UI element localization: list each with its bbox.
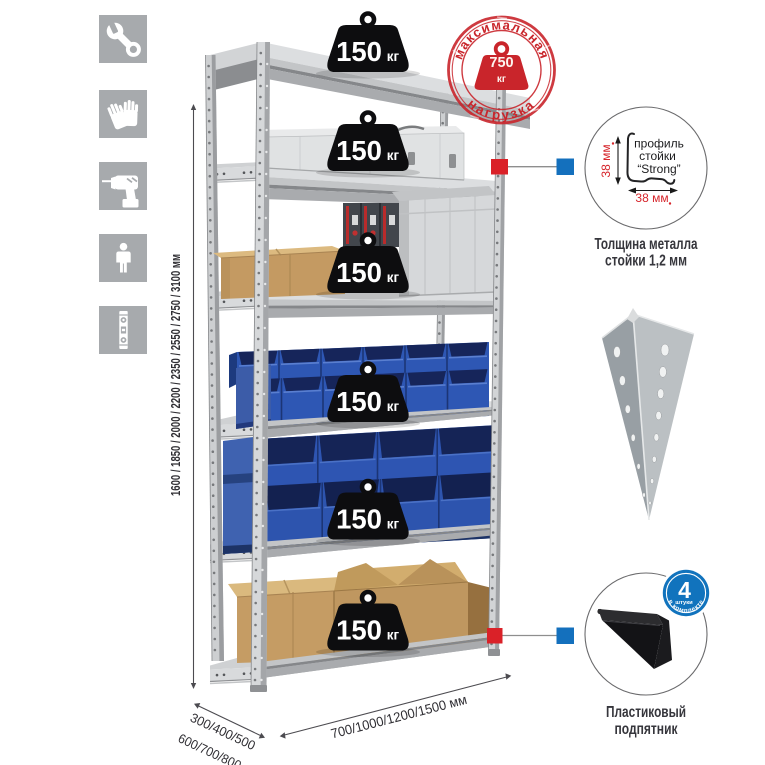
svg-text:750: 750 [489, 55, 513, 71]
svg-text:150: 150 [336, 615, 382, 646]
svg-text:150: 150 [336, 386, 382, 417]
svg-text:150: 150 [336, 135, 382, 166]
svg-text:кг: кг [387, 517, 400, 532]
svg-text:150: 150 [336, 36, 382, 67]
svg-text:4: 4 [678, 577, 691, 603]
svg-text:кг: кг [387, 628, 400, 643]
svg-text:подпятник: подпятник [615, 721, 678, 738]
svg-text:38 мм: 38 мм [635, 191, 668, 205]
svg-text:38 мм: 38 мм [599, 144, 613, 177]
svg-text:1600 / 1850 / 2000 / 2200 / 23: 1600 / 1850 / 2000 / 2200 / 2350 / 2550 … [169, 254, 183, 496]
svg-text:Пластиковый: Пластиковый [606, 704, 686, 721]
svg-text:стойки 1,2 мм: стойки 1,2 мм [605, 253, 687, 270]
svg-text:стойки: стойки [639, 149, 676, 163]
svg-text:кг: кг [497, 74, 506, 85]
svg-text:кг: кг [387, 270, 400, 285]
svg-text:Толщина металла: Толщина металла [595, 236, 698, 253]
svg-text:кг: кг [387, 49, 400, 64]
svg-text:150: 150 [336, 257, 382, 288]
svg-text:профиль: профиль [634, 137, 684, 151]
svg-text:“Strong”: “Strong” [637, 162, 680, 176]
svg-text:кг: кг [387, 148, 400, 163]
svg-text:700/1000/1200/1500 мм: 700/1000/1200/1500 мм [329, 692, 468, 742]
svg-text:штуки: штуки [675, 600, 693, 606]
svg-text:кг: кг [387, 399, 400, 414]
svg-text:150: 150 [336, 504, 382, 535]
